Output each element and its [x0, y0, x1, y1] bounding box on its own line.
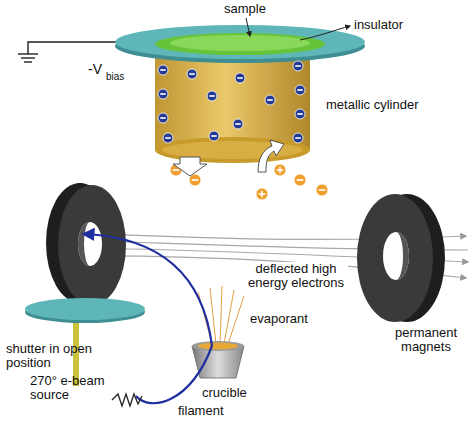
ground-symbol-part: [18, 53, 38, 54]
charge-circle: [265, 95, 275, 105]
charge-circle: [187, 69, 197, 79]
part-label: 270° e-beam source: [30, 374, 114, 402]
leader-line-part: [246, 18, 250, 36]
part-label: metallic cylinder: [326, 98, 418, 112]
minus-sign: [160, 69, 166, 71]
minus-sign: [319, 189, 326, 191]
minus-sign: [211, 135, 217, 137]
insulator-disk-part: [115, 25, 365, 59]
permanent-magnet-part: [396, 232, 409, 280]
ground-symbol: [18, 42, 120, 62]
metallic-cylinder-part: [155, 137, 310, 163]
minus-sign: [189, 73, 195, 75]
permanent-magnet-part: [78, 222, 90, 266]
negative-charges: [158, 61, 305, 143]
minus-sign: [295, 137, 301, 139]
insulator-disk-part: [170, 35, 310, 51]
leader-line: [246, 18, 350, 40]
crucible-part: [198, 343, 238, 350]
part-label: insulator: [354, 18, 403, 32]
part-label: bias: [106, 70, 124, 84]
leader-line-part: [300, 26, 350, 40]
charge-circle: [233, 119, 243, 129]
minus-sign: [173, 169, 180, 171]
part-label: sample: [224, 2, 266, 16]
minus-sign: [295, 65, 301, 67]
crucible-part: [192, 341, 244, 351]
charge-circle: [163, 133, 173, 143]
minus-sign: [160, 93, 166, 95]
insulator-disk-part: [155, 33, 325, 55]
metallic-cylinder: [155, 50, 310, 163]
part-label: deflected high energy electrons: [244, 262, 348, 290]
permanent-magnet-part: [58, 185, 126, 305]
part-label: evaporant: [250, 312, 308, 326]
charge-circle: [293, 133, 303, 143]
minus-sign: [267, 99, 273, 101]
charge-circle: [295, 109, 305, 119]
ground-symbol-part: [24, 61, 32, 62]
charge-circle: [158, 89, 168, 99]
minus-sign: [235, 123, 241, 125]
minus-sign: [297, 113, 303, 115]
charge-circle: [158, 113, 168, 123]
charge-circle: [209, 131, 219, 141]
electron-beam-part: [136, 346, 212, 403]
evaporant-rays-part: [228, 296, 244, 344]
permanent-magnet-part: [383, 232, 409, 280]
evaporant-rays-part: [220, 286, 222, 344]
minus-sign: [209, 95, 215, 97]
part-label: shutter in open position: [6, 342, 96, 370]
minus-sign: [297, 179, 304, 181]
charge-circle: [295, 85, 305, 95]
hollow-arrow-part: [258, 140, 284, 172]
hollow-arrow: [173, 140, 284, 176]
part-label: permanent magnets: [384, 326, 468, 354]
charge-circle: [256, 188, 268, 200]
charge-circle: [274, 164, 286, 176]
ground-symbol-part: [21, 57, 35, 58]
plus-sign: [279, 167, 281, 174]
charge-circle: [207, 91, 217, 101]
minus-sign: [160, 117, 166, 119]
part-label: filament: [178, 404, 224, 418]
charge-circle: [294, 174, 306, 186]
plus-sign: [261, 191, 263, 198]
charge-circle: [293, 61, 303, 71]
minus-sign: [297, 89, 303, 91]
evaporant-rays-part: [224, 290, 234, 344]
permanent-magnet-part: [357, 194, 433, 322]
insulator-disk: [115, 25, 365, 63]
minus-sign: [192, 179, 199, 181]
charge-circle: [316, 184, 328, 196]
permanent-magnet: [46, 183, 126, 305]
permanent-magnet: [357, 194, 445, 322]
charge-circle: [158, 65, 168, 75]
minus-sign: [237, 77, 243, 79]
part-label: crucible: [202, 386, 247, 400]
metallic-cylinder-part: [155, 50, 310, 150]
part-label: -V: [88, 62, 102, 76]
permanent-magnet-part: [78, 222, 102, 266]
filament-coil: [112, 394, 142, 406]
minus-sign: [165, 137, 171, 139]
hollow-arrow-part: [173, 157, 207, 176]
charge-circle: [235, 73, 245, 83]
electron-beam-part: [84, 234, 212, 346]
ground-symbol-part: [28, 42, 120, 54]
shutter-part: [25, 298, 145, 320]
